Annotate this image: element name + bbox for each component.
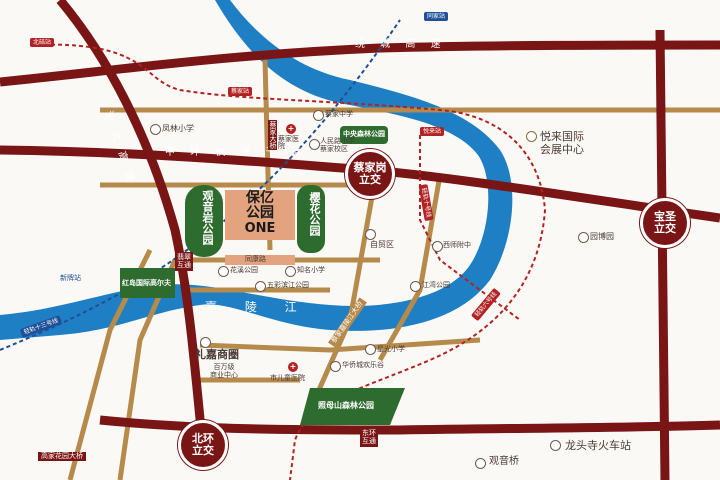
poi-huaxi-icon — [218, 266, 229, 277]
hub-caijiagang-line2: 立交 — [359, 173, 381, 186]
poi-ertong: 市儿童医院 — [270, 374, 305, 382]
label-zhonghuan: 中 环 快 速 干 道 — [165, 147, 307, 158]
hub-baosheng: 宝圣 立交 — [640, 198, 690, 248]
poi-caijia-middle-icon — [313, 110, 324, 121]
poi-caijia-hospital: 蔡家医院 — [278, 135, 299, 150]
poi-huaqiao: 华侨城欢乐谷 — [342, 361, 384, 369]
project-block — [225, 190, 295, 240]
hub-dongfeng-line2: 互通 — [362, 436, 376, 445]
poi-zimao-icon — [365, 229, 376, 240]
poi-longtou: 龙头寺火车站 — [565, 439, 631, 452]
label-hongshan-golf: 红岛国际高尔夫 — [122, 279, 171, 287]
poi-xingguang-icon — [365, 344, 376, 355]
poi-guanyinqiao: 观音桥 — [489, 456, 519, 467]
children-hospital-icon: + — [288, 362, 298, 372]
hub-beihuan: 北环 立交 — [178, 420, 228, 470]
poi-jiangwan: 江湾公园 — [422, 281, 450, 289]
poi-renmin: 人民路小学 蔡家校区 — [320, 137, 355, 154]
label-guanyinyan-park: 观音岩公园 — [201, 190, 214, 245]
poi-fenglin-icon — [150, 124, 161, 135]
project-title: 保亿 公园 ONE — [225, 190, 295, 236]
poi-yuelai-expo: 悦来国际 会展中心 — [540, 130, 584, 157]
poi-lijia: 礼嘉商圈 — [195, 348, 239, 361]
poi-wucai: 五彩滨江公园 — [267, 281, 309, 289]
label-expressway: 绕 城 高 速 — [355, 39, 447, 50]
park-hongshan-shape — [120, 268, 175, 298]
jialing-river — [0, 0, 513, 340]
poi-huaqiao-icon — [330, 361, 341, 372]
poi-xiyan: 西师附中 — [443, 241, 471, 249]
metro-station-tongjia: 同家站 — [424, 12, 449, 22]
hub-baosheng-line2: 立交 — [654, 222, 676, 235]
poi-yuanbo: 园博园 — [590, 232, 614, 241]
metro-station-xinpai: 新牌站 — [60, 274, 81, 282]
poi-jiangwan-icon — [410, 281, 421, 292]
hub-dongfeng-line1: 东环 — [362, 429, 376, 437]
poi-zhizhi: 知名小学 — [297, 266, 325, 274]
hub-caijiagang: 蔡家岗 立交 — [345, 149, 395, 199]
poi-fenglin: 凤林小学 — [162, 124, 194, 133]
park-yinghua-shape — [297, 185, 325, 253]
bridge-caijia: 蔡家大桥 — [268, 120, 277, 150]
poi-xingguang: 星光小学 — [377, 345, 405, 353]
poi-longtou-icon — [550, 440, 561, 451]
poi-zhizhi-icon — [285, 266, 296, 277]
project-line3: ONE — [244, 220, 276, 236]
poi-baiwan: 百万级 商业中心 — [210, 363, 238, 380]
project-line1: 保亿 — [246, 190, 274, 206]
metro-station-beipei: 北碚站 — [30, 38, 55, 48]
poi-caijia-middle: 蔡家中学 — [325, 110, 353, 118]
poi-huaxi: 花溪公园 — [230, 266, 258, 274]
poi-guanyinqiao-icon — [475, 458, 486, 469]
hub-beihuan-line2: 立交 — [192, 444, 214, 457]
poi-xiyan-icon — [432, 241, 443, 252]
label-yinghua-park: 樱花公园 — [308, 192, 321, 236]
bridge-gaojia: 高家花园大桥 — [38, 452, 86, 461]
poi-lijia-icon — [200, 337, 211, 348]
metro-lines — [0, 19, 547, 480]
poi-zimao: 自贸区 — [370, 240, 394, 249]
park-guanyinyan-shape — [185, 185, 223, 257]
park-zhaomushan-shape — [300, 388, 405, 425]
label-tongkang-road: 同康路 — [245, 255, 266, 263]
poi-yuanbo-icon — [578, 232, 589, 243]
metro-station-caijia-top: 蔡家站 — [228, 87, 253, 97]
project-road — [225, 255, 295, 265]
hospital-icon: + — [286, 124, 296, 134]
project-line2: 公园 — [246, 205, 274, 222]
hub-beihuan-line1: 北环 — [192, 431, 214, 445]
poi-wucai-icon — [255, 281, 266, 292]
label-zhongdun-park: 中央森林公园 — [343, 130, 385, 138]
label-jialing: 嘉 陵 江 — [205, 300, 309, 314]
hub-dongfeng: 东环 互通 — [360, 428, 378, 448]
poi-yuelai-icon — [526, 131, 537, 142]
hub-caijiagang-line1: 蔡家岗 — [353, 160, 387, 174]
hub-cuiyun: 翡翠 互通 — [175, 252, 193, 272]
hub-cuiyun-line2: 互通 — [177, 260, 191, 269]
park-zhongdun-shape — [340, 126, 388, 144]
hub-baosheng-line1: 宝圣 — [654, 209, 676, 223]
metro-station-yuelai: 悦来站 — [420, 127, 445, 137]
hub-cuiyun-line1: 翡翠 — [177, 253, 191, 261]
label-zhaomushan-park: 照母山森林公园 — [318, 401, 374, 410]
poi-renmin-icon — [309, 139, 320, 150]
